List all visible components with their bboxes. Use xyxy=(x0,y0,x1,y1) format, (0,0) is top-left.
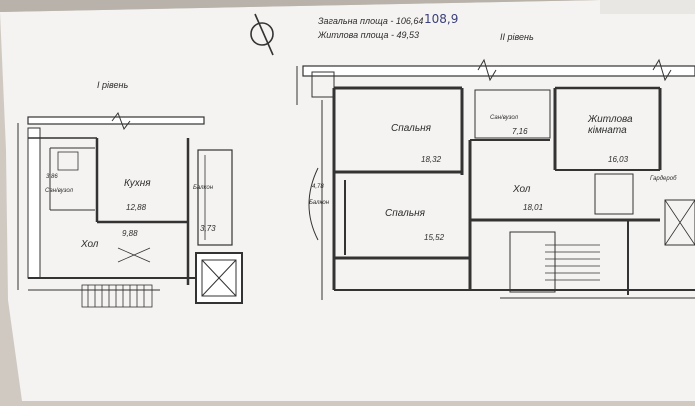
paper-shadow xyxy=(0,0,600,12)
window-break-icon xyxy=(111,111,131,131)
room-name: Спальня xyxy=(391,123,431,134)
room-area: 3,73 xyxy=(200,224,216,233)
room-area: 15,52 xyxy=(424,233,445,242)
room-area: 18,01 xyxy=(523,203,544,212)
room-name: Спальня xyxy=(385,208,425,219)
window-break-icon xyxy=(652,58,672,82)
level2-plan xyxy=(296,58,695,300)
stair-icon xyxy=(81,284,153,308)
living-area-label: Житлова площа - 49,53 xyxy=(318,30,419,40)
room-name: Сан/вузол xyxy=(45,188,73,194)
room-area: 16,03 xyxy=(608,155,629,164)
room-area: 4,78 xyxy=(312,184,324,190)
room-name: Сан/вузол xyxy=(490,115,518,121)
elevator-shaft-icon xyxy=(201,259,237,297)
room-name: Балкон xyxy=(309,200,330,206)
window-break-icon xyxy=(477,58,497,82)
room-area: 18,32 xyxy=(421,155,442,164)
room-area: 12,88 xyxy=(126,203,147,212)
level2-title: II рівень xyxy=(500,32,534,42)
level1-title: I рівень xyxy=(97,80,129,90)
stair-icon xyxy=(545,244,600,281)
handwritten-total-area: 108,9 xyxy=(424,12,459,26)
total-area-label: Загальна площа - 106,64 xyxy=(318,16,424,26)
room-area: 7,16 xyxy=(512,127,528,136)
room-area: 3,86 xyxy=(46,174,58,180)
room-name: Кухня xyxy=(124,178,151,189)
room-name: Балкон xyxy=(193,185,214,191)
axis-symbol-icon xyxy=(250,13,274,56)
room-name: Гардероб xyxy=(650,176,677,182)
level1-plan xyxy=(17,111,243,308)
room-name: Хол xyxy=(513,184,531,195)
room-area: 9,88 xyxy=(122,229,138,238)
room-name: Хол xyxy=(81,239,99,250)
room-name: Житлова кімната xyxy=(588,114,633,136)
